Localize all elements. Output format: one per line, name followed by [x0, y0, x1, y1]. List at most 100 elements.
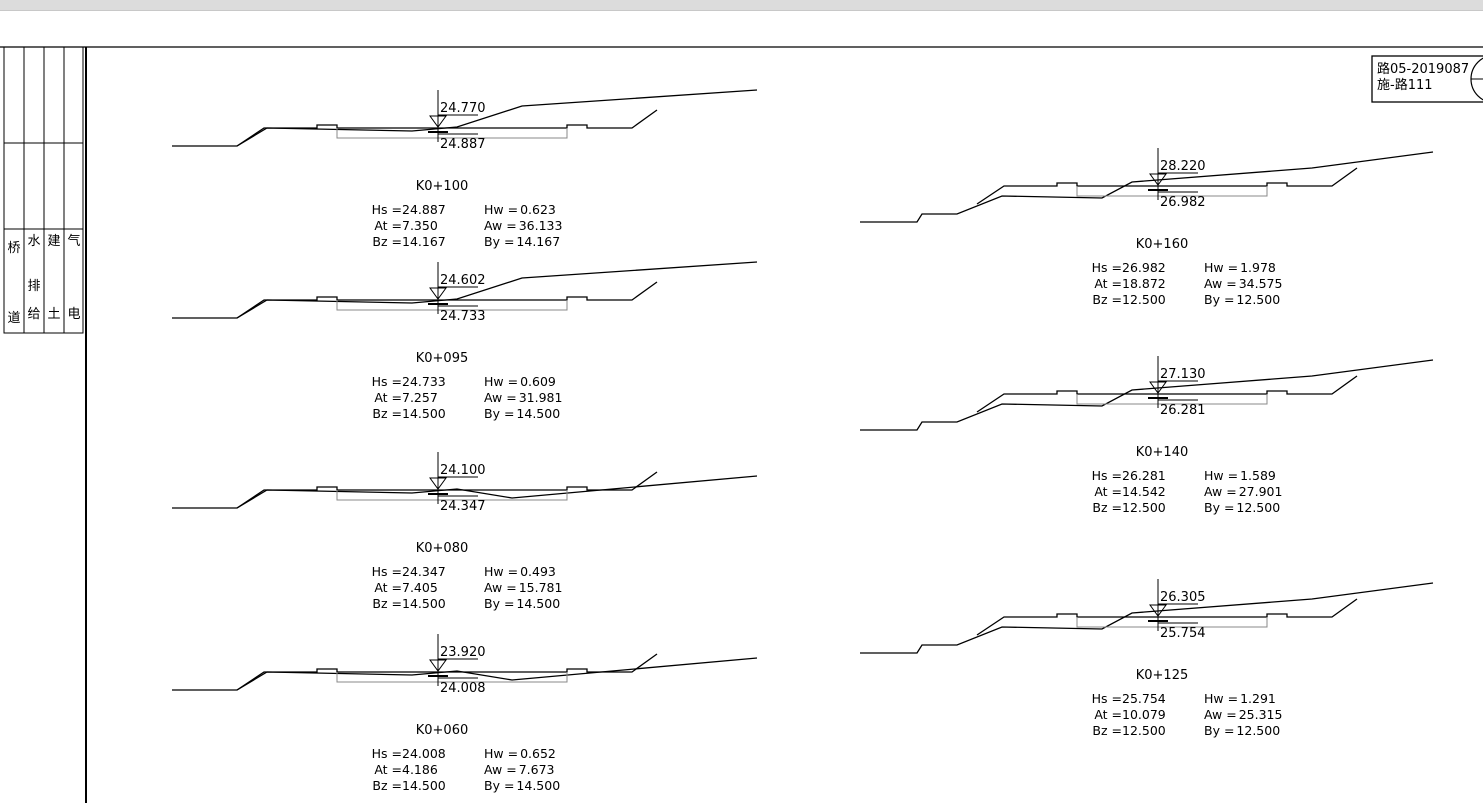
label: K0+160 [1136, 237, 1189, 252]
stat-value: 24.733 [402, 374, 446, 389]
stat-value: 27.901 [1239, 484, 1283, 499]
stat-label: By = [484, 596, 514, 611]
stat-label: Aw = [484, 218, 517, 233]
stat-value: 14.500 [402, 778, 446, 793]
elevation-marker-icon [429, 115, 447, 128]
stat-label: Hs = [372, 564, 402, 579]
viewer-top-bar [0, 0, 1483, 11]
design-road-surface [236, 109, 658, 147]
stat-label: Bz = [372, 406, 402, 421]
discipline-char: 电 [67, 307, 80, 322]
stat-value: 1.589 [1240, 468, 1276, 483]
label: 25.754 [1160, 626, 1206, 641]
stat-label: Bz = [1092, 723, 1122, 738]
stat-label: Hw = [1204, 468, 1238, 483]
pavement-layer [1076, 186, 1268, 197]
stat-label: Aw = [484, 580, 517, 595]
discipline-char: 建 [47, 234, 60, 249]
stat-value: 0.609 [520, 374, 556, 389]
stat-label: By = [1204, 500, 1234, 515]
stat-value: 1.978 [1240, 260, 1276, 275]
design-road-surface [236, 281, 658, 319]
label: 24.887 [440, 137, 486, 152]
discipline-table: 道 桥 给 排 水 土 建 电 气 [7, 233, 80, 326]
stat-value: 10.079 [1122, 707, 1166, 722]
discipline-char: 给 [27, 307, 40, 322]
label: 24.733 [440, 309, 486, 324]
stat-label: Hw = [484, 374, 518, 389]
stat-label: Hs = [372, 374, 402, 389]
elevation-marker-icon [429, 659, 447, 672]
stat-label: Bz = [372, 596, 402, 611]
stat-value: 14.500 [402, 596, 446, 611]
pavement-layer [336, 672, 568, 683]
stat-value: 26.281 [1122, 468, 1166, 483]
stat-label: Aw = [484, 390, 517, 405]
discipline-char: 道 [7, 311, 20, 326]
stat-value: 7.673 [519, 762, 555, 777]
label: K0+140 [1136, 445, 1189, 460]
stat-label: Hw = [484, 202, 518, 217]
label: 27.130 [1160, 367, 1206, 382]
ground-line [860, 151, 1434, 223]
label: K0+080 [416, 541, 469, 556]
stat-label: Hs = [372, 202, 402, 217]
drawing-sheet-code: 施-路111 [1377, 77, 1433, 93]
stat-value: 7.405 [402, 580, 438, 595]
design-road-surface [976, 375, 1358, 413]
elevation-marker-icon [429, 287, 447, 300]
discipline-char: 排 [27, 279, 40, 294]
stat-label: Hs = [372, 746, 402, 761]
pavement-layer [1076, 394, 1268, 405]
label: 24.770 [440, 101, 486, 116]
label: 24.008 [440, 681, 486, 696]
stat-label: Bz = [1092, 292, 1122, 307]
stat-value: 36.133 [519, 218, 563, 233]
stat-value: 24.347 [402, 564, 446, 579]
stat-label: Aw = [1204, 707, 1237, 722]
stat-label: At = [374, 762, 402, 777]
stat-label: Hs = [1092, 260, 1122, 275]
stat-label: At = [374, 218, 402, 233]
stat-value: 12.500 [1236, 500, 1280, 515]
ground-line [860, 582, 1434, 654]
stat-value: 0.493 [520, 564, 556, 579]
stat-value: 14.542 [1122, 484, 1166, 499]
stat-label: By = [1204, 723, 1234, 738]
label: K0+125 [1136, 668, 1189, 683]
stat-value: 12.500 [1236, 292, 1280, 307]
label: 26.281 [1160, 403, 1206, 418]
stat-value: 24.008 [402, 746, 446, 761]
stat-value: 12.500 [1122, 723, 1166, 738]
design-road-surface [236, 471, 658, 509]
label: 24.602 [440, 273, 486, 288]
stat-label: Bz = [1092, 500, 1122, 515]
stat-value: 14.500 [516, 596, 560, 611]
stat-value: 12.500 [1236, 723, 1280, 738]
stat-value: 15.781 [519, 580, 563, 595]
label: K0+060 [416, 723, 469, 738]
label: 26.982 [1160, 195, 1206, 210]
pavement-layer [336, 128, 568, 139]
stat-value: 14.500 [516, 406, 560, 421]
stat-value: 25.754 [1122, 691, 1166, 706]
stat-label: Hw = [1204, 691, 1238, 706]
stat-label: Hs = [1092, 468, 1122, 483]
discipline-char: 气 [67, 233, 80, 249]
stat-label: At = [374, 580, 402, 595]
stat-value: 14.167 [516, 234, 560, 249]
stat-label: At = [1094, 484, 1122, 499]
stat-label: By = [484, 778, 514, 793]
stat-value: 18.872 [1122, 276, 1166, 291]
stat-label: Aw = [1204, 484, 1237, 499]
stat-label: Hs = [1092, 691, 1122, 706]
label: 28.220 [1160, 159, 1206, 174]
design-road-surface [236, 653, 658, 691]
pavement-layer [336, 490, 568, 501]
